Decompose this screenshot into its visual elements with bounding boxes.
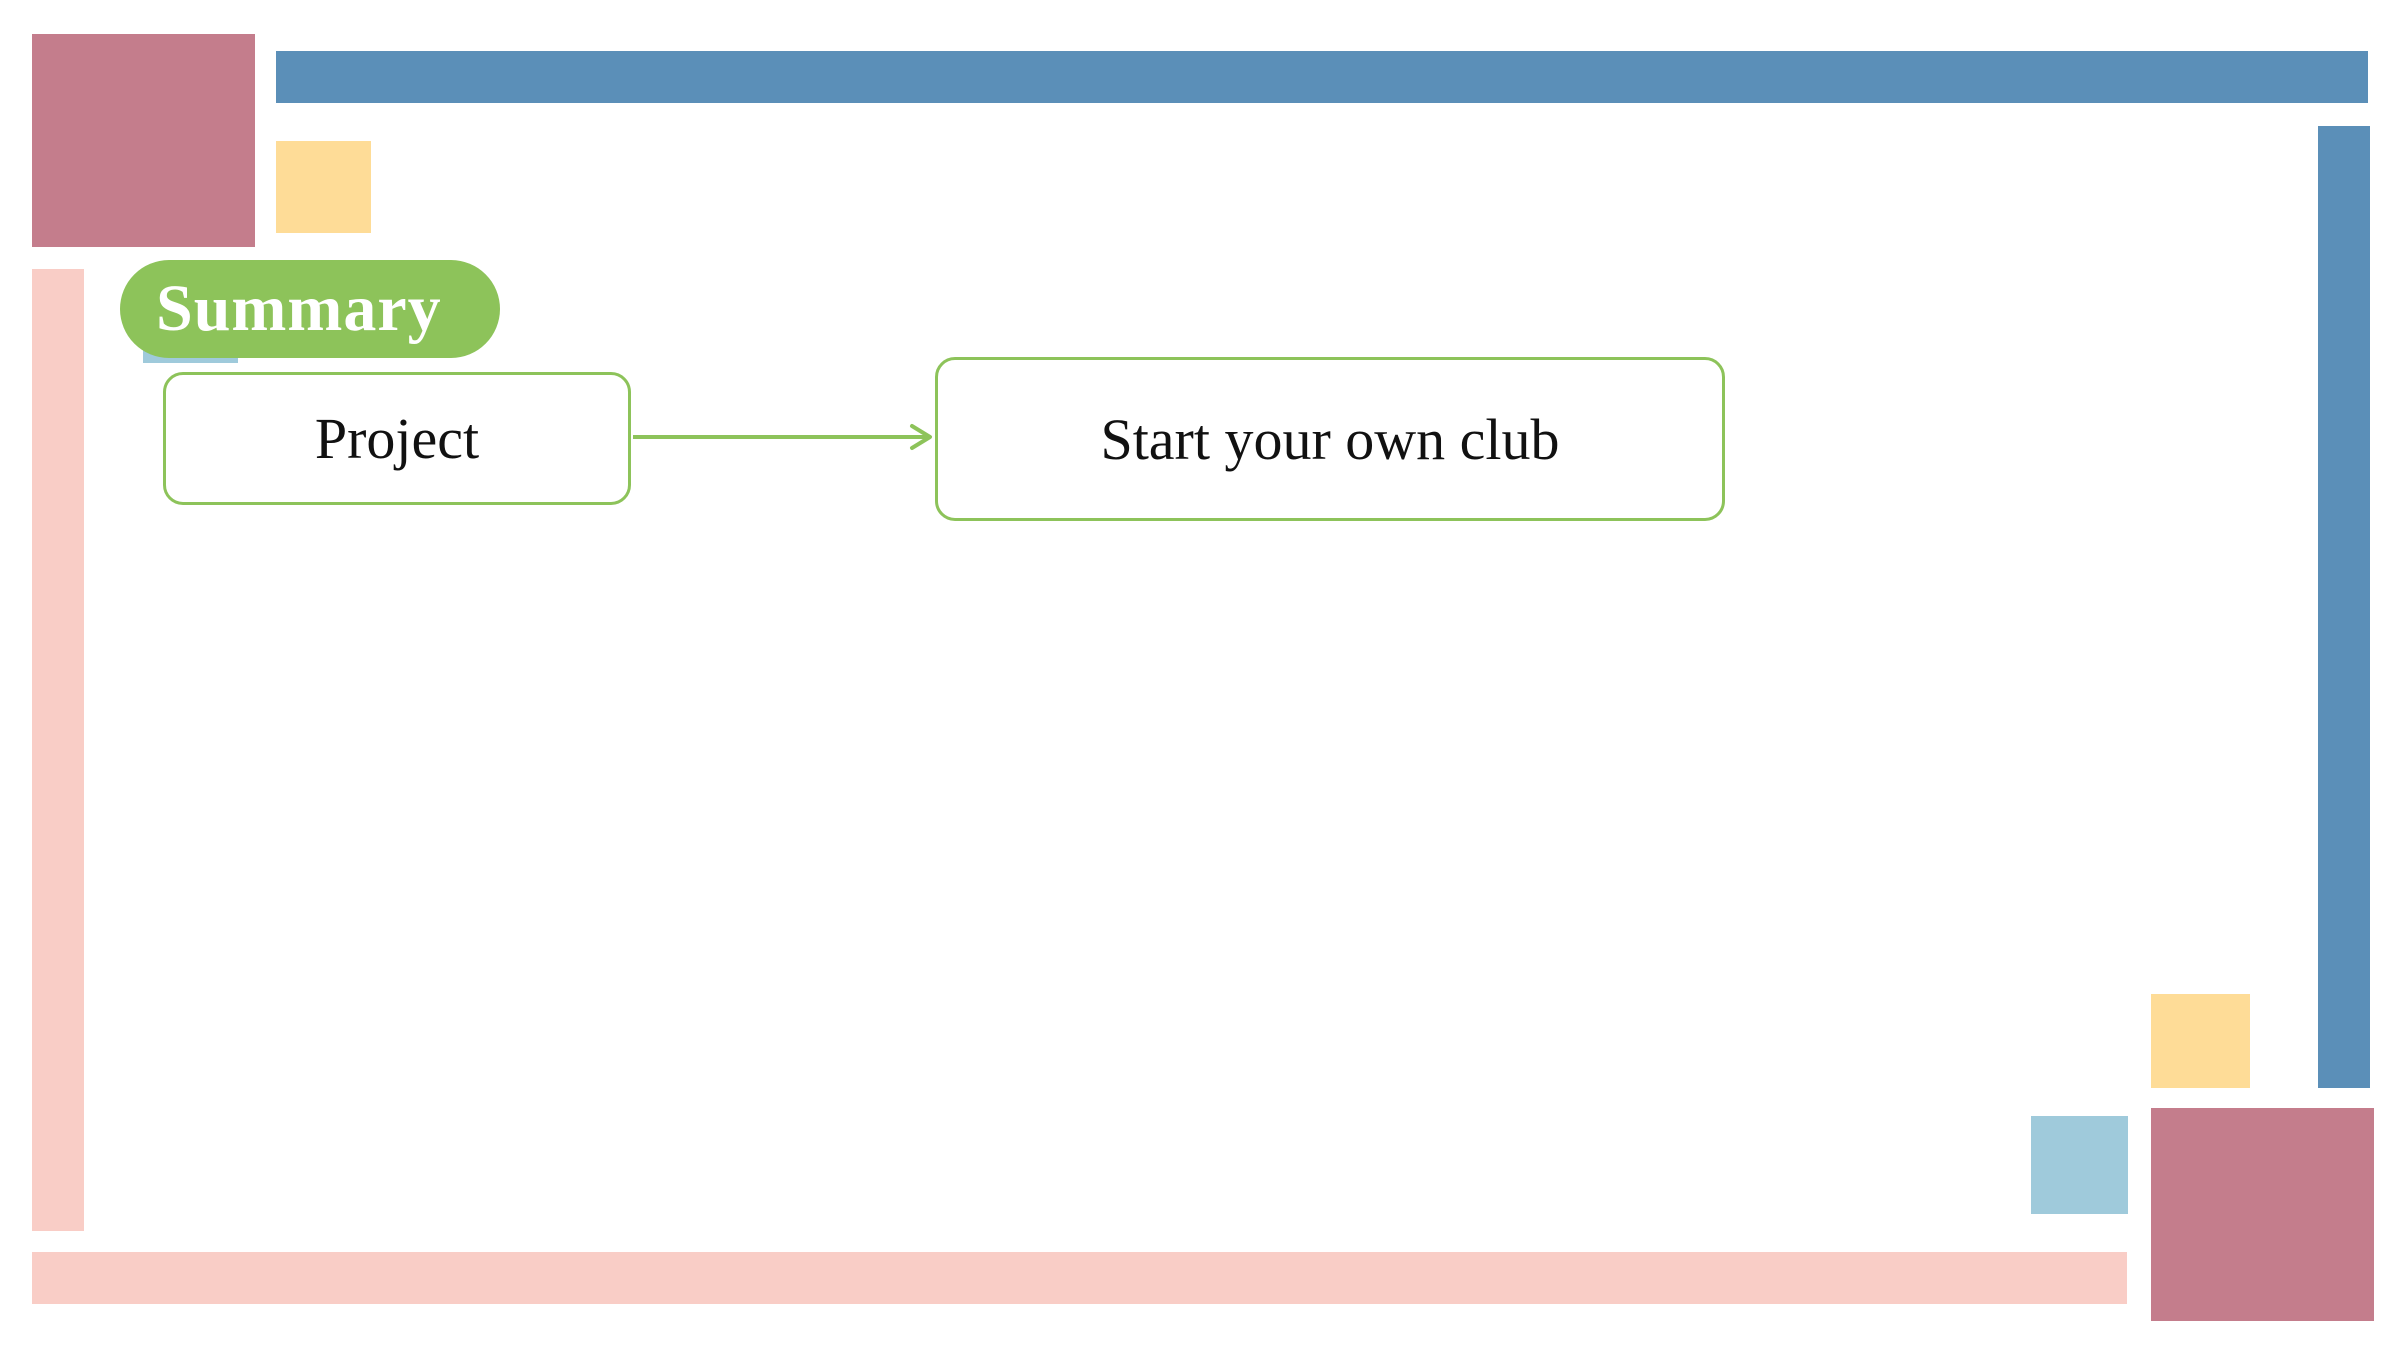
node-start-club: Start your own club bbox=[935, 357, 1725, 521]
node-project-label: Project bbox=[314, 406, 480, 471]
decor-blue-bar-right bbox=[2318, 126, 2370, 1088]
decor-pink-bar-left bbox=[32, 269, 84, 1231]
decor-yellow-square-bottom bbox=[2151, 994, 2250, 1088]
node-start-club-label: Start your own club bbox=[1100, 406, 1560, 472]
arrow-head bbox=[910, 424, 932, 450]
decor-light-blue-square-bottom bbox=[2031, 1116, 2128, 1214]
slide-heading: Summary bbox=[120, 260, 500, 358]
decor-pink-bar-bottom bbox=[32, 1252, 2127, 1304]
node-project: Project bbox=[163, 372, 631, 505]
decor-rose-square-bottom-right bbox=[2151, 1108, 2374, 1321]
decor-yellow-square-top bbox=[276, 141, 371, 233]
decor-rose-square-top-left bbox=[32, 34, 255, 247]
decor-blue-bar-top bbox=[276, 51, 2368, 103]
